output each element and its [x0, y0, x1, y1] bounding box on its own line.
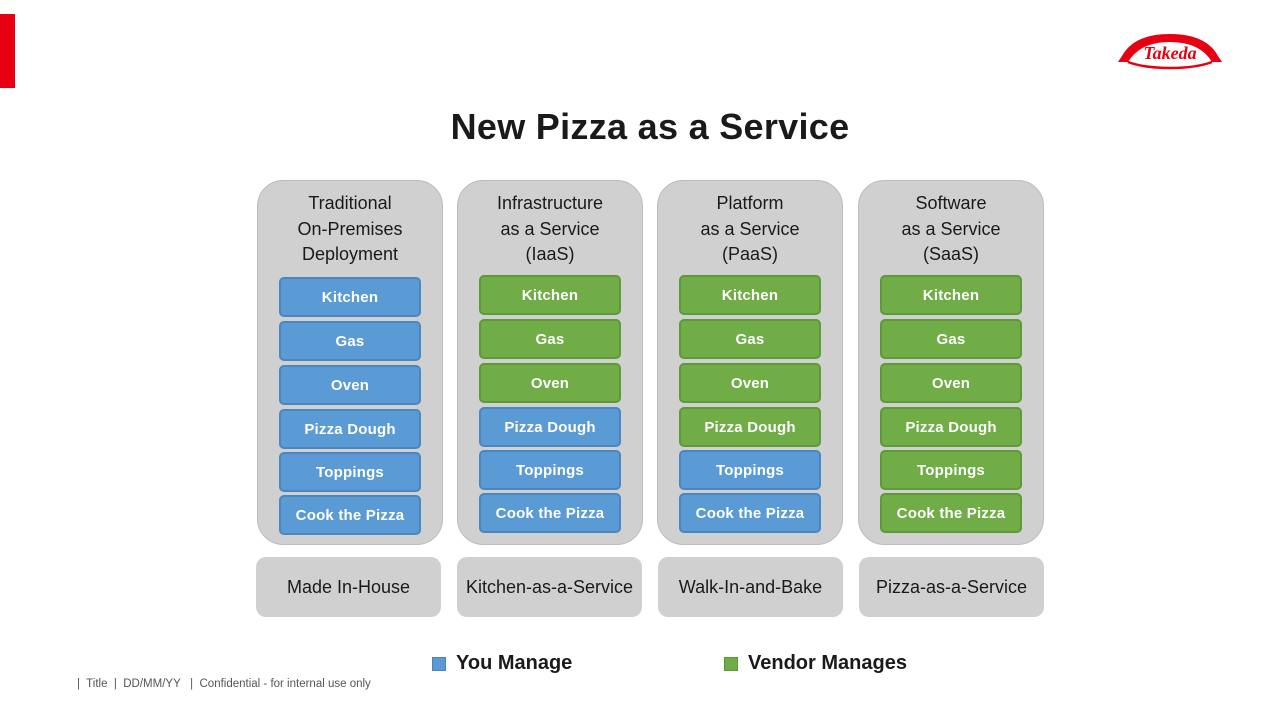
column-heading: Infrastructure as a Service (IaaS) — [458, 191, 642, 268]
outcome-label: Pizza-as-a-Service — [859, 557, 1044, 617]
column-heading-line: Traditional — [308, 193, 392, 213]
logo-text: Takeda — [1143, 43, 1196, 63]
tile-pizza-dough: Pizza Dough — [479, 407, 621, 447]
column-heading: Traditional On-Premises Deployment — [258, 191, 442, 268]
column-heading-line: Software — [915, 193, 987, 213]
tile-kitchen: Kitchen — [679, 275, 821, 315]
column-heading-line: Infrastructure — [496, 193, 604, 213]
tile-oven: Oven — [679, 363, 821, 403]
tile-cook-the-pizza: Cook the Pizza — [479, 493, 621, 533]
column-paas: Platform as a Service (PaaS) Kitchen Gas… — [657, 180, 843, 545]
tile-toppings: Toppings — [679, 450, 821, 490]
tile-kitchen: Kitchen — [880, 275, 1022, 315]
takeda-logo: Takeda — [1114, 30, 1226, 72]
legend-label: Vendor Manages — [748, 652, 907, 674]
legend-you-manage: You Manage — [432, 652, 572, 675]
outcome-label: Kitchen-as-a-Service — [457, 557, 642, 617]
column-traditional: Traditional On-Premises Deployment Kitch… — [257, 180, 443, 545]
legend-label: You Manage — [456, 652, 573, 674]
column-heading-line: On-Premises — [297, 218, 403, 239]
column-heading-line: Platform — [716, 193, 784, 213]
legend-swatch-green — [724, 656, 738, 671]
tile-toppings: Toppings — [880, 450, 1022, 490]
tile-cook-the-pizza: Cook the Pizza — [880, 493, 1022, 533]
tile-cook-the-pizza: Cook the Pizza — [679, 493, 821, 533]
column-heading: Software as a Service (SaaS) — [859, 191, 1043, 268]
tile-toppings: Toppings — [279, 452, 421, 492]
tile-kitchen: Kitchen — [279, 277, 421, 317]
column-saas: Software as a Service (SaaS) Kitchen Gas… — [858, 180, 1044, 545]
tile-cook-the-pizza: Cook the Pizza — [279, 495, 421, 535]
column-heading-line: Deployment — [301, 244, 399, 264]
tile-pizza-dough: Pizza Dough — [679, 407, 821, 447]
tile-pizza-dough: Pizza Dough — [880, 407, 1022, 447]
tile-gas: Gas — [679, 319, 821, 359]
tile-oven: Oven — [880, 363, 1022, 403]
outcome-label: Walk-In-and-Bake — [658, 557, 843, 617]
footer-text: | Title | DD/MM/YY | Confidential - for … — [77, 678, 371, 690]
tile-oven: Oven — [279, 365, 421, 405]
tile-gas: Gas — [880, 319, 1022, 359]
tile-toppings: Toppings — [479, 450, 621, 490]
column-heading-line: as a Service — [700, 218, 800, 239]
column-heading: Platform as a Service (PaaS) — [658, 191, 842, 268]
legend-swatch-blue — [432, 656, 446, 671]
takeda-logo-mark: Takeda — [1118, 34, 1222, 70]
tile-gas: Gas — [479, 319, 621, 359]
legend-vendor-manages: Vendor Manages — [724, 652, 907, 675]
tile-oven: Oven — [479, 363, 621, 403]
tile-kitchen: Kitchen — [479, 275, 621, 315]
page-title: New Pizza as a Service — [450, 106, 850, 147]
tile-pizza-dough: Pizza Dough — [279, 409, 421, 449]
column-iaas: Infrastructure as a Service (IaaS) Kitch… — [457, 180, 643, 545]
column-heading-line: (SaaS) — [922, 244, 980, 264]
column-heading-line: (IaaS) — [525, 244, 575, 264]
column-heading-line: as a Service — [500, 218, 600, 239]
accent-bar — [0, 14, 15, 88]
column-heading-line: as a Service — [901, 218, 1001, 239]
column-heading-line: (PaaS) — [721, 244, 779, 264]
outcome-label: Made In-House — [256, 557, 441, 617]
tile-gas: Gas — [279, 321, 421, 361]
